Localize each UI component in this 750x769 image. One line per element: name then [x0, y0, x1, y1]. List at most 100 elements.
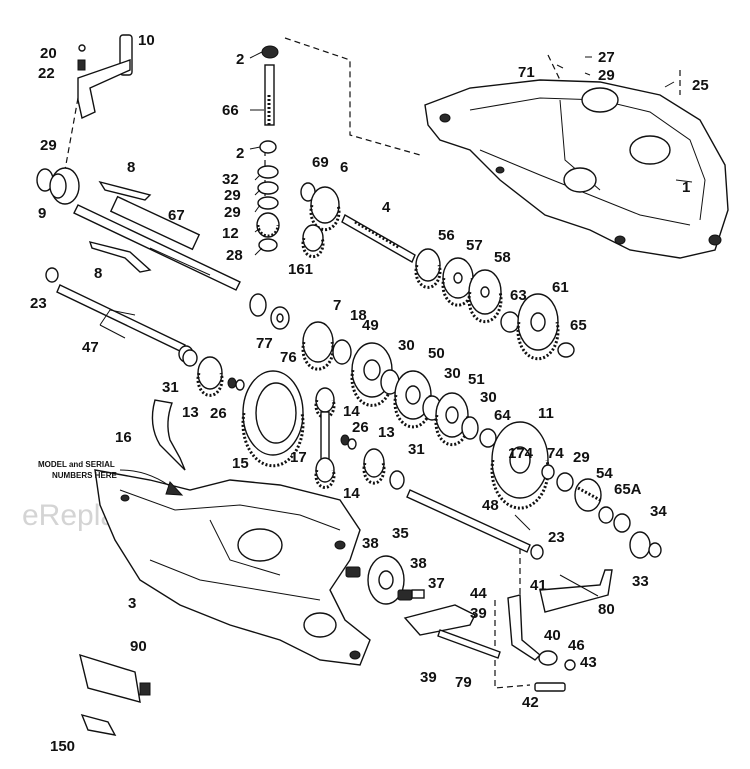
brake-disc-assembly [345, 555, 425, 605]
callout-16: 16 [115, 429, 132, 446]
callout-12: 12 [222, 225, 239, 242]
upper-housing-part [424, 79, 729, 259]
callout-39-right: 39 [470, 605, 487, 622]
callout-leader-lines [99, 51, 693, 597]
callout-74: 74 [547, 445, 564, 462]
callout-29-brake-a: 29 [224, 187, 241, 204]
note-line-1: MODEL and SERIAL [38, 460, 115, 469]
callout-9: 9 [38, 205, 46, 222]
callout-28: 28 [226, 247, 243, 264]
callout-38-left: 38 [362, 535, 379, 552]
callout-30-low: 30 [480, 389, 497, 406]
callout-labels: 1 2 2 3 4 6 7 8 8 9 10 11 12 13 13 14 14… [30, 32, 709, 755]
callout-8-bottom: 8 [94, 265, 102, 282]
callout-1: 1 [682, 179, 690, 196]
callout-27: 27 [598, 49, 615, 66]
callout-33: 33 [632, 573, 649, 590]
callout-77: 77 [256, 335, 273, 352]
callout-80: 80 [598, 601, 615, 618]
callout-56: 56 [438, 227, 455, 244]
axle-48-part [406, 489, 544, 560]
callout-2-top: 2 [236, 51, 244, 68]
callout-41: 41 [530, 577, 547, 594]
callout-44: 44 [470, 585, 487, 602]
callout-57: 57 [466, 237, 483, 254]
idler-gear-set [300, 182, 341, 259]
callout-64: 64 [494, 407, 511, 424]
shift-collar-part [36, 167, 80, 205]
callout-18: 18 [350, 307, 367, 324]
brake-shaft-stack [256, 45, 280, 252]
callout-37: 37 [428, 575, 445, 592]
callout-61: 61 [552, 279, 569, 296]
callout-47: 47 [82, 339, 99, 356]
callout-38-right: 38 [410, 555, 427, 572]
callout-29-top-right: 29 [598, 67, 615, 84]
note-line-2: NUMBERS HERE [52, 471, 118, 480]
callout-29-bearing: 29 [573, 449, 590, 466]
lower-housing-part [94, 469, 371, 666]
callout-2-mid: 2 [236, 145, 244, 162]
callout-43: 43 [580, 654, 597, 671]
brake-band-part [151, 399, 186, 471]
callout-22: 22 [38, 65, 55, 82]
callout-69: 69 [312, 154, 329, 171]
callout-13-left: 13 [182, 404, 199, 421]
shift-key-parts [88, 180, 152, 273]
callout-49: 49 [362, 317, 379, 334]
input-shaft-part [341, 214, 416, 263]
callout-31-left: 31 [162, 379, 179, 396]
brake-lever-assembly [403, 569, 613, 692]
callout-30-mid: 30 [444, 365, 461, 382]
sealant-tubes [79, 653, 151, 736]
callout-14-top: 14 [343, 403, 360, 420]
callout-23-right: 23 [548, 529, 565, 546]
callout-50: 50 [428, 345, 445, 362]
callout-30-top: 30 [398, 337, 415, 354]
callout-6: 6 [340, 159, 348, 176]
callout-90: 90 [130, 638, 147, 655]
callout-58: 58 [494, 249, 511, 266]
callout-161: 161 [288, 261, 313, 278]
upper-gear-row [414, 248, 575, 361]
callout-46: 46 [568, 637, 585, 654]
callout-32: 32 [222, 171, 239, 188]
callout-29-left: 29 [40, 137, 57, 154]
callout-76: 76 [280, 349, 297, 366]
differential-assembly [182, 349, 405, 490]
output-bearing-parts [541, 464, 662, 559]
callout-3: 3 [128, 595, 136, 612]
callout-42: 42 [522, 694, 539, 711]
callout-4: 4 [382, 199, 391, 216]
callout-20: 20 [40, 45, 57, 62]
callout-40: 40 [544, 627, 561, 644]
callout-54: 54 [596, 465, 613, 482]
callout-35: 35 [392, 525, 409, 542]
axle-47-part [45, 267, 194, 363]
callout-66: 66 [222, 102, 239, 119]
callout-51: 51 [468, 371, 485, 388]
callout-26-right: 26 [352, 419, 369, 436]
callout-79: 79 [455, 674, 472, 691]
callout-7: 7 [333, 297, 341, 314]
shift-shaft-part [73, 195, 241, 291]
callout-39-left: 39 [420, 669, 437, 686]
callout-63: 63 [510, 287, 527, 304]
callout-174: 174 [508, 445, 534, 462]
callout-48: 48 [482, 497, 499, 514]
callout-25: 25 [692, 77, 709, 94]
callout-26-left: 26 [210, 405, 227, 422]
callout-65: 65 [570, 317, 587, 334]
callout-17: 17 [290, 449, 307, 466]
washer-pair [249, 293, 290, 330]
reduction-gear-stack [301, 321, 550, 510]
shift-fork-part [77, 34, 133, 119]
callout-71: 71 [518, 64, 535, 81]
callout-29-brake-b: 29 [224, 204, 241, 221]
callout-67: 67 [168, 207, 185, 224]
callout-150: 150 [50, 738, 75, 755]
callout-14-bottom: 14 [343, 485, 360, 502]
callout-15: 15 [232, 455, 249, 472]
